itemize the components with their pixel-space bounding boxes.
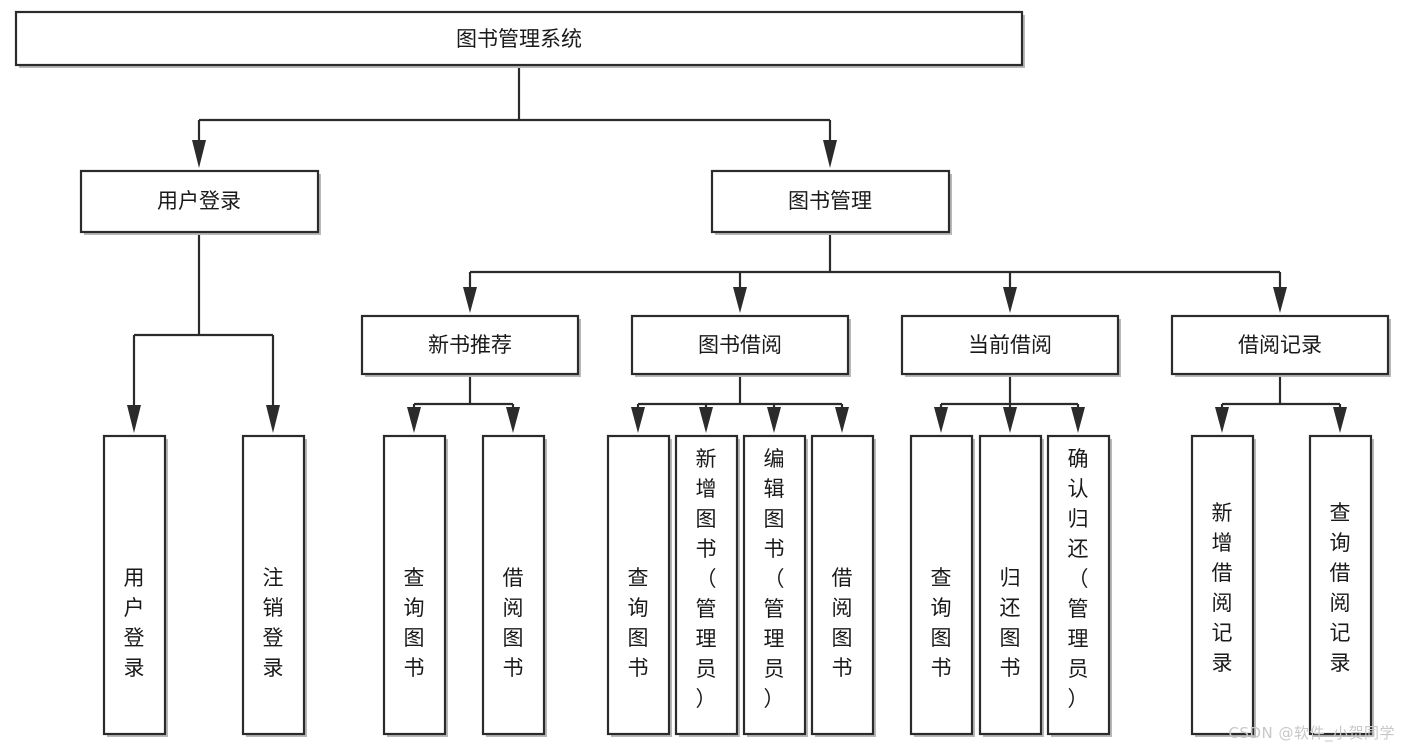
leaf-book-borrow-1[interactable]: 查询图书 <box>606 434 672 737</box>
leaf-new-book-1-label: 查询图书 <box>404 566 425 680</box>
leaf-user-login-2-label: 注销登录 <box>263 566 284 680</box>
leaf-user-login-2-box <box>241 434 306 736</box>
node-new-book-recommend-label: 新书推荐 <box>428 333 512 357</box>
arrow-head-leaf-current-borrow-1 <box>934 407 948 433</box>
node-new-book-recommend-box <box>360 314 580 376</box>
leaf-book-borrow-2[interactable]: 新增图书（管理员） <box>674 434 740 737</box>
node-current-borrow-box <box>900 314 1120 376</box>
leaf-current-borrow-3-label: 确认归还（管理员） <box>1068 447 1089 711</box>
node-root-box <box>14 10 1024 67</box>
leaf-new-book-2[interactable]: 借阅图书 <box>481 434 547 737</box>
arrow-head-current-borrow <box>1003 287 1017 313</box>
leaf-borrow-record-1-box <box>1190 434 1255 736</box>
leaf-user-login-2[interactable]: 注销登录 <box>241 434 307 737</box>
leaf-book-borrow-3-box <box>742 434 807 736</box>
leaf-current-borrow-1[interactable]: 查询图书 <box>909 434 975 737</box>
arrow-head-leaf-new-book-1 <box>407 407 421 433</box>
leaf-user-login-1[interactable]: 用户登录 <box>102 434 168 737</box>
node-current-borrow-label: 当前借阅 <box>968 333 1052 357</box>
leaf-borrow-record-2-label: 查询借阅记录 <box>1330 501 1351 675</box>
leaf-book-borrow-1-box <box>606 434 671 736</box>
node-book-management-box <box>710 169 951 234</box>
node-borrow-record[interactable]: 借阅记录 <box>1170 314 1391 377</box>
leaf-book-borrow-1-label: 查询图书 <box>628 566 649 680</box>
arrow-head-leaf-borrow-record-2 <box>1333 407 1347 433</box>
leaf-book-borrow-4-box <box>810 434 875 736</box>
leaf-new-book-2-label: 借阅图书 <box>503 566 524 680</box>
leaf-book-borrow-3-label: 编辑图书（管理员） <box>764 447 785 711</box>
leaf-user-login-1-box <box>102 434 167 736</box>
node-borrow-record-label: 借阅记录 <box>1238 333 1322 357</box>
leaf-borrow-record-1-label: 新增借阅记录 <box>1212 501 1233 675</box>
leaf-current-borrow-2-label: 归还图书 <box>1000 566 1021 680</box>
leaf-book-borrow-3[interactable]: 编辑图书（管理员） <box>742 434 808 737</box>
connector-layer <box>127 65 1347 433</box>
leaf-current-borrow-2[interactable]: 归还图书 <box>978 434 1044 737</box>
leaf-user-login-1-label: 用户登录 <box>124 566 145 680</box>
node-book-management-label: 图书管理 <box>788 189 872 213</box>
arrow-head-leaf-user-login-1 <box>127 405 141 433</box>
arrow-head-leaf-current-borrow-2 <box>1003 407 1017 433</box>
leaf-current-borrow-1-box <box>909 434 974 736</box>
node-book-borrow-label: 图书借阅 <box>698 333 782 357</box>
node-user-login[interactable]: 用户登录 <box>79 169 321 235</box>
node-book-borrow[interactable]: 图书借阅 <box>630 314 851 377</box>
arrow-head-leaf-book-borrow-2 <box>699 407 713 433</box>
arrow-head-leaf-user-login-2 <box>266 405 280 433</box>
leaf-new-book-1-box <box>382 434 447 736</box>
node-book-borrow-box <box>630 314 850 376</box>
leaf-current-borrow-3[interactable]: 确认归还（管理员） <box>1046 434 1112 737</box>
node-user-login-box <box>79 169 320 234</box>
arrow-head-book-mgmt <box>823 140 837 168</box>
leaf-borrow-record-1[interactable]: 新增借阅记录 <box>1190 434 1256 737</box>
arrow-head-leaf-book-borrow-3 <box>767 407 781 433</box>
arrow-head-leaf-new-book-2 <box>506 407 520 433</box>
arrow-head-leaf-current-borrow-3 <box>1071 407 1085 433</box>
leaf-book-borrow-2-box <box>674 434 739 736</box>
node-new-book-recommend[interactable]: 新书推荐 <box>360 314 581 377</box>
arrow-head-leaf-book-borrow-4 <box>835 407 849 433</box>
node-current-borrow[interactable]: 当前借阅 <box>900 314 1121 377</box>
node-user-login-label: 用户登录 <box>157 189 241 213</box>
arrow-head-leaf-book-borrow-1 <box>631 407 645 433</box>
leaf-book-borrow-2-label: 新增图书（管理员） <box>696 447 717 711</box>
leaf-current-borrow-3-box <box>1046 434 1111 736</box>
arrow-head-borrow-record <box>1273 287 1287 313</box>
leaf-new-book-2-box <box>481 434 546 736</box>
arrow-head-book-borrow <box>733 287 747 313</box>
leaf-book-borrow-4-label: 借阅图书 <box>832 566 853 680</box>
node-root[interactable]: 图书管理系统 <box>14 10 1025 68</box>
leaf-current-borrow-1-label: 查询图书 <box>931 566 952 680</box>
arrow-head-user-login <box>192 140 206 168</box>
arrow-head-new-book <box>463 287 477 313</box>
node-borrow-record-box <box>1170 314 1390 376</box>
leaf-book-borrow-4[interactable]: 借阅图书 <box>810 434 876 737</box>
node-root-label: 图书管理系统 <box>456 27 582 51</box>
leaf-borrow-record-2-box <box>1308 434 1373 736</box>
leaf-borrow-record-2[interactable]: 查询借阅记录 <box>1308 434 1374 737</box>
arrow-head-leaf-borrow-record-1 <box>1215 407 1229 433</box>
leaf-current-borrow-2-box <box>978 434 1043 736</box>
node-book-management[interactable]: 图书管理 <box>710 169 952 235</box>
leaf-new-book-1[interactable]: 查询图书 <box>382 434 448 737</box>
